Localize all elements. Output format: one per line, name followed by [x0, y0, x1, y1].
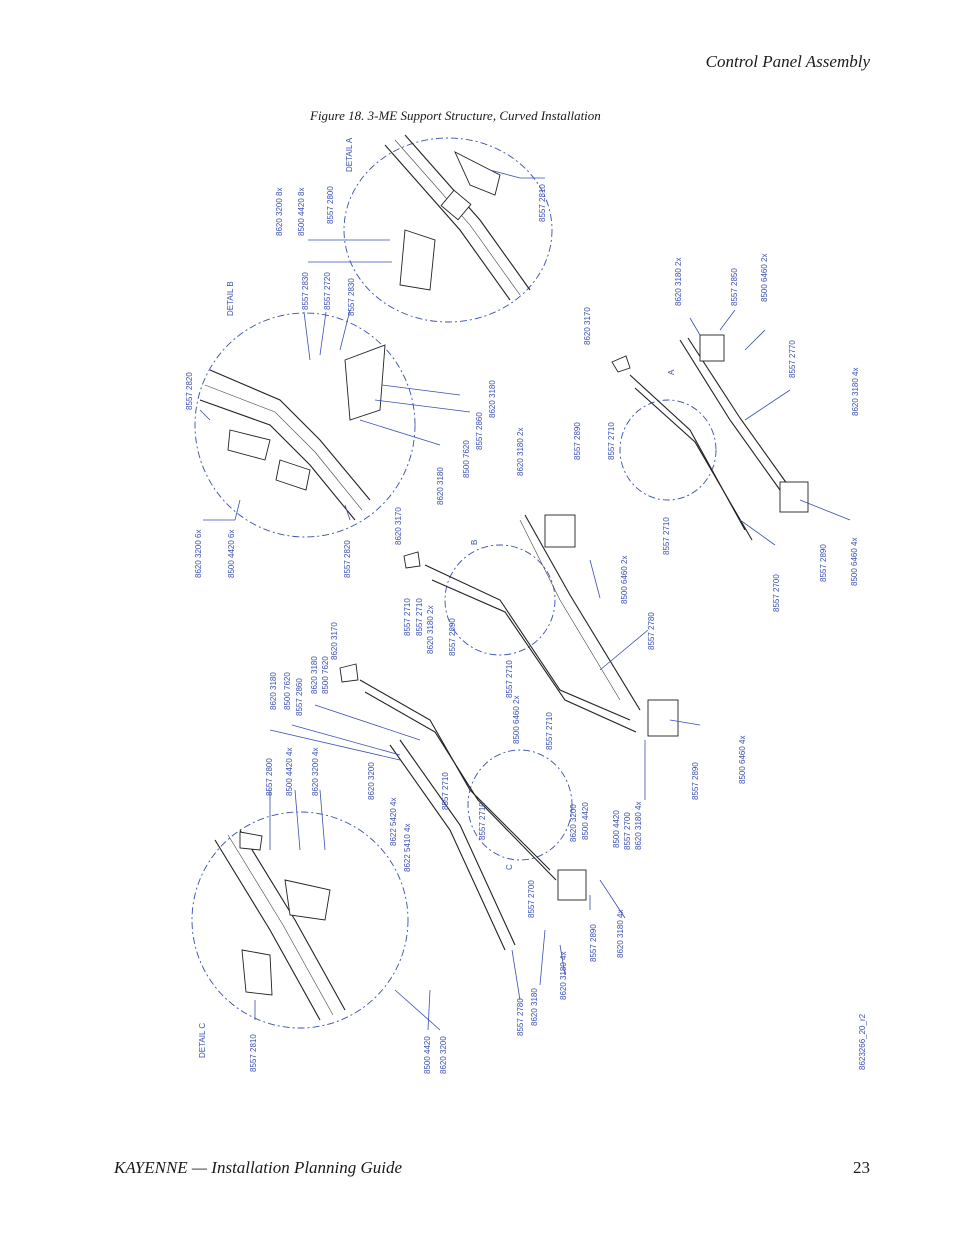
detail-a-label: DETAIL A — [345, 137, 354, 172]
part-label: 8500 4420 — [581, 802, 590, 840]
part-label: 8620 3180 — [436, 467, 445, 505]
part-label: 8620 3180 2x — [426, 606, 435, 655]
part-label: 8620 3180 — [310, 656, 319, 694]
part-label: 8557 2710 — [662, 517, 671, 555]
part-label: 8557 2770 — [788, 340, 797, 378]
part-label: 8620 3180 2x — [674, 258, 683, 307]
part-label: 8557 2800 — [265, 758, 274, 796]
guide-title: KAYENNE — Installation Planning Guide — [114, 1158, 403, 1177]
part-label: 8500 7620 — [321, 656, 330, 694]
part-label: 8557 2700 — [623, 812, 632, 850]
part-label: 8500 4420 6x — [227, 530, 236, 579]
part-label: 8557 2860 — [295, 678, 304, 716]
part-label: 8557 2810 — [249, 1034, 258, 1072]
part-label: 8557 2820 — [343, 540, 352, 578]
part-label: 8620 3200 6x — [194, 530, 203, 579]
marker-c-label: C — [505, 864, 514, 870]
part-label: 8557 2700 — [527, 880, 536, 918]
detail-c-circle — [191, 811, 409, 1029]
part-label: 8557 2720 — [323, 272, 332, 310]
part-label: 8557 2700 — [772, 574, 781, 612]
part-label: 8620 3180 4x — [559, 952, 568, 1001]
marker-b-label: B — [470, 540, 479, 545]
part-label: 8620 3200 4x — [311, 748, 320, 797]
part-label: 8500 6460 2x — [512, 696, 521, 745]
detail-b-circle — [194, 312, 416, 538]
part-label: 8557 2890 — [691, 762, 700, 800]
part-label: 8557 2890 — [448, 618, 457, 656]
part-label: 8557 2830 — [301, 272, 310, 310]
part-label: 8557 2860 — [475, 412, 484, 450]
part-label: 8620 3200 — [569, 804, 578, 842]
part-labels: 8620 3200 8x 8500 4420 8x 8557 2800 8557… — [185, 184, 860, 1074]
part-label: 8620 3170 — [394, 507, 403, 545]
part-label: 8500 4420 8x — [297, 188, 306, 237]
part-label: 8557 2710 — [545, 712, 554, 750]
part-label: 8500 4420 4x — [285, 748, 294, 797]
marker-b-circle — [444, 544, 556, 656]
part-label: 8557 2890 — [589, 924, 598, 962]
part-label: 8557 2890 — [819, 544, 828, 582]
part-label: 8620 3170 — [330, 622, 339, 660]
part-label: 8620 3180 — [530, 988, 539, 1026]
part-label: 8557 2780 — [647, 612, 656, 650]
part-label: 8620 3170 — [583, 307, 592, 345]
part-label: 8557 2710 — [607, 422, 616, 460]
part-label: 8620 3200 — [367, 762, 376, 800]
figure-caption: Figure 18. 3-ME Support Structure, Curve… — [310, 108, 601, 123]
part-label: 8500 6460 4x — [738, 736, 747, 785]
part-label: 8622 5410 4x — [403, 824, 412, 873]
part-label: 8500 6460 4x — [850, 538, 859, 587]
part-label: 8557 2820 — [185, 372, 194, 410]
part-label: 8620 3180 4x — [634, 802, 643, 851]
part-label: 8620 3180 4x — [851, 368, 860, 417]
part-label: 8557 2710 — [478, 802, 487, 840]
part-label: 8620 3180 4x — [616, 910, 625, 959]
part-label: 8500 4420 — [612, 810, 621, 848]
section-title: Control Panel Assembly — [705, 52, 870, 71]
marker-c-circle — [467, 749, 573, 861]
drawing-id: 8623266_20_r2 — [858, 1013, 867, 1070]
part-label: 8620 3180 2x — [516, 428, 525, 477]
part-label: 8500 4420 — [423, 1036, 432, 1074]
part-label: 8557 2830 — [347, 278, 356, 316]
part-label: 8557 2710 — [403, 598, 412, 636]
marker-a-circle — [619, 399, 717, 501]
part-label: 8557 2850 — [730, 268, 739, 306]
part-label: 8557 2710 — [415, 598, 424, 636]
part-label: 8500 6460 2x — [760, 254, 769, 303]
part-label: 8557 2780 — [516, 998, 525, 1036]
detail-a-circle — [343, 137, 553, 323]
part-label: 8500 6460 2x — [620, 556, 629, 605]
part-label: 8500 7620 — [462, 440, 471, 478]
marker-a-label: A — [667, 369, 676, 375]
page-number: 23 — [853, 1158, 870, 1177]
part-label: 8557 2710 — [505, 660, 514, 698]
detail-c-label: DETAIL C — [198, 1023, 207, 1058]
detail-b-label: DETAIL B — [226, 281, 235, 316]
part-label: 8557 2890 — [573, 422, 582, 460]
part-label: 8620 3180 — [488, 380, 497, 418]
part-label: 8557 2800 — [326, 186, 335, 224]
part-label: 8557 2810 — [538, 184, 547, 222]
part-label: 8620 3200 8x — [275, 188, 284, 237]
part-label: 8620 3180 — [269, 672, 278, 710]
part-label: 8620 3200 — [439, 1036, 448, 1074]
part-label: 8500 7620 — [283, 672, 292, 710]
part-label: 8557 2710 — [441, 772, 450, 810]
part-label: 8622 5420 4x — [389, 798, 398, 847]
